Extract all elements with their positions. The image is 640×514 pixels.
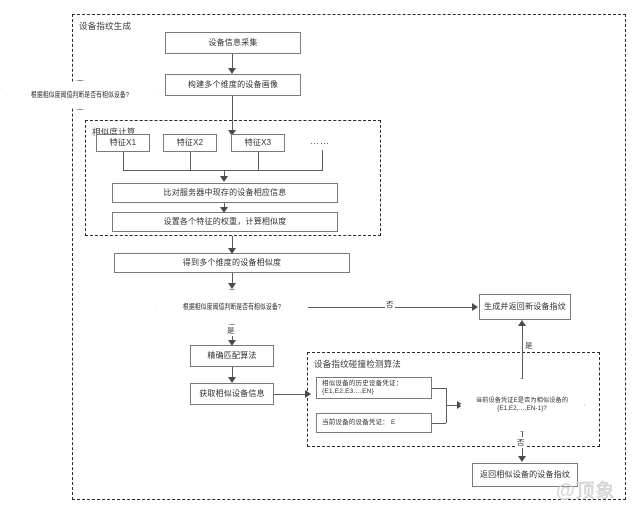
node-decision-similarity-threshold-stray[interactable]: 根据相似度阈值判断是否有相似设备? [6, 80, 154, 110]
node-feature-x3[interactable]: 特征X3 [231, 134, 285, 152]
arrowhead-multisim-to-decision1 [228, 283, 236, 289]
connector-current-cred-out [432, 423, 446, 424]
edge-label-decision2-no: 否 [516, 437, 526, 448]
node-feature-ellipsis: …… [310, 136, 330, 146]
arrowhead-bus-to-compare [220, 176, 228, 182]
group-label-collision-detection: 设备指纹碰撞检测算法 [314, 359, 402, 369]
connector-multisim-to-decision1 [232, 273, 233, 287]
node-return-similar-fingerprint[interactable]: 返回相似设备的设备指纹 [472, 463, 578, 487]
node-exact-match-algorithm[interactable]: 精确匹配算法 [190, 345, 274, 367]
group-collision-detection [307, 352, 600, 447]
edge-label-decision1-yes: 是 [226, 325, 236, 336]
connector-exactmatch-to-getsimilar [232, 367, 233, 381]
connector-feature-x1-drop [123, 152, 124, 170]
arrowhead-decision2-yes [518, 320, 526, 326]
node-current-device-credential[interactable]: 当前设备的设备凭证： E [316, 413, 432, 433]
node-generate-new-fingerprint[interactable]: 生成并返回新设备指纹 [479, 294, 571, 320]
arrowhead-decision2-no [518, 456, 526, 462]
arrowhead-getsimilar-to-credentials [305, 390, 311, 398]
connector-similarity-to-multisim [232, 236, 233, 252]
connector-collect-to-profile [232, 54, 233, 70]
arrowhead-collect-to-profile [228, 68, 236, 74]
node-build-multi-dimension-profile[interactable]: 构建多个维度的设备画像 [165, 74, 301, 96]
connector-bus-to-compare [224, 170, 225, 180]
edge-label-decision2-yes: 是 [524, 340, 534, 351]
node-label-decision1: 根据相似度阈值判断是否有相似设备? [182, 302, 282, 312]
connector-feature-x2-drop [190, 152, 191, 170]
arrowhead-decision1-yes [228, 340, 236, 346]
node-decision-similarity-threshold[interactable]: 根据相似度阈值判断是否有相似设备? [156, 289, 308, 325]
node-history-device-credentials[interactable]: 相似设备的历史设备凭证：{E1,E2,E3…,EN} [316, 377, 432, 399]
group-similarity-calculation [85, 120, 381, 236]
connector-feature-bus [123, 170, 323, 171]
node-label-decision2: 当前设备凭证E是否为相似设备的{E1,E2,…,EN-1}? [475, 397, 569, 412]
node-device-info-collection[interactable]: 设备信息采集 [165, 32, 301, 54]
arrowhead-similarity-to-multisim [228, 248, 236, 254]
connector-bus-to-decision2 [446, 405, 460, 406]
node-feature-x1[interactable]: 特征X1 [96, 134, 150, 152]
group-device-fingerprint-generation [72, 14, 626, 500]
connector-profile-to-similarity [232, 96, 233, 134]
connector-feature-x3-drop [258, 152, 259, 170]
group-label-similarity-calculation: 相似度计算 [92, 127, 136, 137]
arrowhead-decision1-no [472, 303, 478, 311]
node-set-feature-weights[interactable]: 设置各个特征的权重，计算相似度 [112, 212, 338, 232]
arrowhead-exactmatch-to-getsimilar [228, 377, 236, 383]
connector-history-cred-out [432, 388, 446, 389]
connector-feature-ellipsis-drop [322, 150, 323, 170]
edge-label-decision1-no: 否 [385, 299, 395, 310]
arrowhead-compare-to-weights [220, 207, 228, 213]
node-multi-dimension-similarity[interactable]: 得到多个维度的设备相似度 [114, 253, 350, 273]
node-compare-server-records[interactable]: 比对服务器中现存的设备相应信息 [112, 183, 338, 203]
group-label-device-fingerprint-generation: 设备指纹生成 [79, 21, 132, 31]
connector-getsimilar-to-credentials [274, 394, 309, 395]
connector-decision2-yes [522, 325, 523, 378]
node-get-similar-device-info[interactable]: 获取相似设备信息 [190, 383, 274, 405]
node-feature-x2[interactable]: 特征X2 [163, 134, 217, 152]
arrowhead-profile-to-similarity [228, 130, 236, 136]
node-decision-credential-match[interactable]: 当前设备凭证E是否为相似设备的{E1,E2,…,EN-1}? [459, 378, 585, 432]
watermark: @顶象 [556, 481, 616, 502]
node-label-decision-stray: 根据相似度阈值判断是否有相似设备? [30, 90, 130, 100]
